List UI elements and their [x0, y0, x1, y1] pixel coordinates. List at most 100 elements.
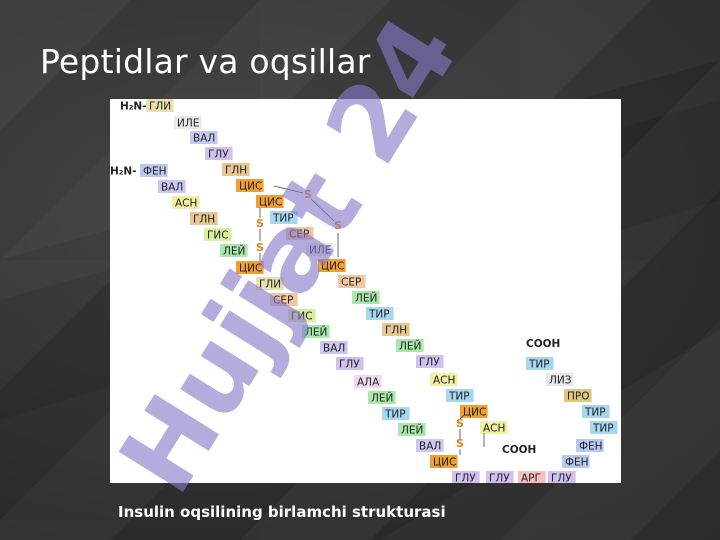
chain-b-residue: ЛЕЙ [401, 424, 423, 437]
chain-b-residue-box [382, 407, 410, 420]
chain-b-residue: ГИС [291, 311, 313, 323]
chain-b-residue-box [256, 277, 284, 290]
chain-a-residue-box [174, 116, 202, 129]
chain-b-residue-box [518, 471, 546, 483]
chain-b-residue: АСН [175, 198, 197, 210]
chain-b-nterm: H₂N- [110, 166, 137, 178]
chain-a-residue: АСН [433, 375, 455, 387]
chain-a-residue-box [480, 421, 508, 434]
chain-a-residue-box [366, 307, 394, 320]
sulfur-atom: S [334, 219, 342, 232]
chain-b-residue-box [158, 180, 186, 193]
chain-b-residue-box [368, 391, 396, 404]
chain-b-residue: ВАЛ [419, 441, 441, 453]
bond-line [273, 185, 304, 194]
sulfur-atom: S [456, 417, 464, 430]
chain-b-residue: ТИР [384, 409, 406, 421]
chain-b-residue-box [220, 244, 248, 257]
chain-a-residue-box [430, 373, 458, 386]
chain-b-residue: ЛИЗ [549, 375, 572, 387]
chain-b-residue-box [320, 341, 348, 354]
chain-a-residue: ГЛН [225, 165, 247, 177]
chain-b-residue-box [562, 455, 590, 468]
chain-b-residue-box [564, 389, 592, 402]
chain-a-residue-box [396, 339, 424, 352]
sulfur-atom: S [256, 241, 264, 254]
figure-caption: Insulin oqsilining birlamchi strukturasi [118, 503, 446, 521]
chain-b-residue-box [288, 309, 316, 322]
chain-a-nterm: H₂N- [120, 101, 147, 113]
chain-a-residue-box [446, 389, 474, 402]
chain-b-residue-box [576, 439, 604, 452]
chain-a-residue: ГЛН [385, 325, 407, 337]
chain-b-cterm: СOOH [526, 338, 560, 350]
chain-b-residue-box [590, 421, 618, 434]
chain-a-residue: ЦИС [239, 181, 262, 193]
chain-a-residue: ЛЕЙ [399, 340, 421, 353]
sulfur-atom: S [456, 437, 464, 450]
chain-a-residue: ЦИС [259, 197, 282, 209]
chain-a-residue: АСН [483, 423, 505, 435]
chain-b-residue: ВАЛ [323, 343, 345, 355]
chain-a-residue: ИЛЕ [177, 118, 199, 130]
chain-a-residue: ТИР [448, 391, 470, 403]
chain-b-residue-box [486, 471, 514, 483]
chain-a-residue: ТИР [272, 213, 294, 225]
chain-a-residue: ЦИС [321, 261, 344, 273]
chain-a-residue: ЛЕЙ [355, 292, 377, 305]
chain-b-residue: ПРО [567, 391, 590, 403]
slide-title: Peptidlar va oqsillar [40, 42, 371, 81]
chain-b-residue: ВАЛ [161, 182, 183, 194]
chain-a-residue: СЕР [341, 277, 361, 289]
chain-a-residue-box [318, 259, 346, 272]
chain-b-residue: ГЛУ [455, 473, 476, 484]
chain-a-residue-box [382, 323, 410, 336]
chain-a-cterm: СOOH [502, 444, 536, 456]
chain-b-residue: ГЛИ [259, 279, 281, 291]
chain-b-residue: СЕР [273, 295, 293, 307]
chain-b-residue-box [582, 405, 610, 418]
chain-a-residue: ТИР [368, 309, 390, 321]
chain-b-residue-box [302, 325, 330, 338]
chain-b-residue-box [548, 471, 576, 483]
chain-a-residue: ГЛУ [208, 149, 229, 161]
chain-b-residue: ФЕН [143, 166, 167, 178]
chain-a-residue-box [222, 163, 250, 176]
chain-b-residue-box [236, 261, 264, 274]
sulfur-atom: S [304, 188, 312, 201]
chain-b-residue-box [140, 164, 168, 177]
chain-b-residue: ГЛУ [339, 359, 360, 371]
chain-b-residue-box [336, 357, 364, 370]
chain-a-residue-box [205, 147, 233, 160]
chain-b-residue-box [452, 471, 480, 483]
bond-line [459, 414, 465, 420]
chain-a-residue-box [338, 275, 366, 288]
chain-b-residue: ТИР [592, 423, 614, 435]
chain-b-residue-box [190, 212, 218, 225]
chain-a-residue-box [146, 99, 174, 112]
chain-b-residue: ЛЕЙ [223, 245, 245, 258]
chain-a-residue-box [352, 291, 380, 304]
chain-b-residue: ГЛУ [489, 473, 510, 484]
chain-b-residue-box [526, 357, 554, 370]
chain-a-residue-box [270, 211, 298, 224]
chain-b-residue-box [430, 455, 458, 468]
chain-a-residue: ГЛИ [149, 101, 171, 113]
chain-b-residue: ГЛН [193, 214, 215, 226]
chain-a-residue: СЕР [289, 229, 309, 241]
chain-b-residue: ФЕН [579, 441, 603, 453]
chain-b-residue: ЛЕЙ [305, 326, 327, 339]
chain-b-residue: ТИР [528, 359, 550, 371]
chain-b-residue: ТИР [584, 407, 606, 419]
chain-a-residue-box [286, 227, 314, 240]
sulfur-atom: S [256, 217, 264, 230]
chain-b-residue-box [416, 439, 444, 452]
insulin-diagram: H₂N-H₂N-ГЛИИЛЕВАЛГЛУГЛНЦИСЦИСТИРСЕРИЛЕЦИ… [110, 99, 618, 484]
chain-a-residue-box [306, 243, 334, 256]
chain-b-residue: АЛА [357, 377, 380, 389]
chain-b-residue: АРГ [521, 473, 541, 484]
chain-a-residue: ЦИС [463, 407, 486, 419]
chain-a-residue-box [416, 355, 444, 368]
chain-b-residue: ФЕН [565, 457, 589, 469]
